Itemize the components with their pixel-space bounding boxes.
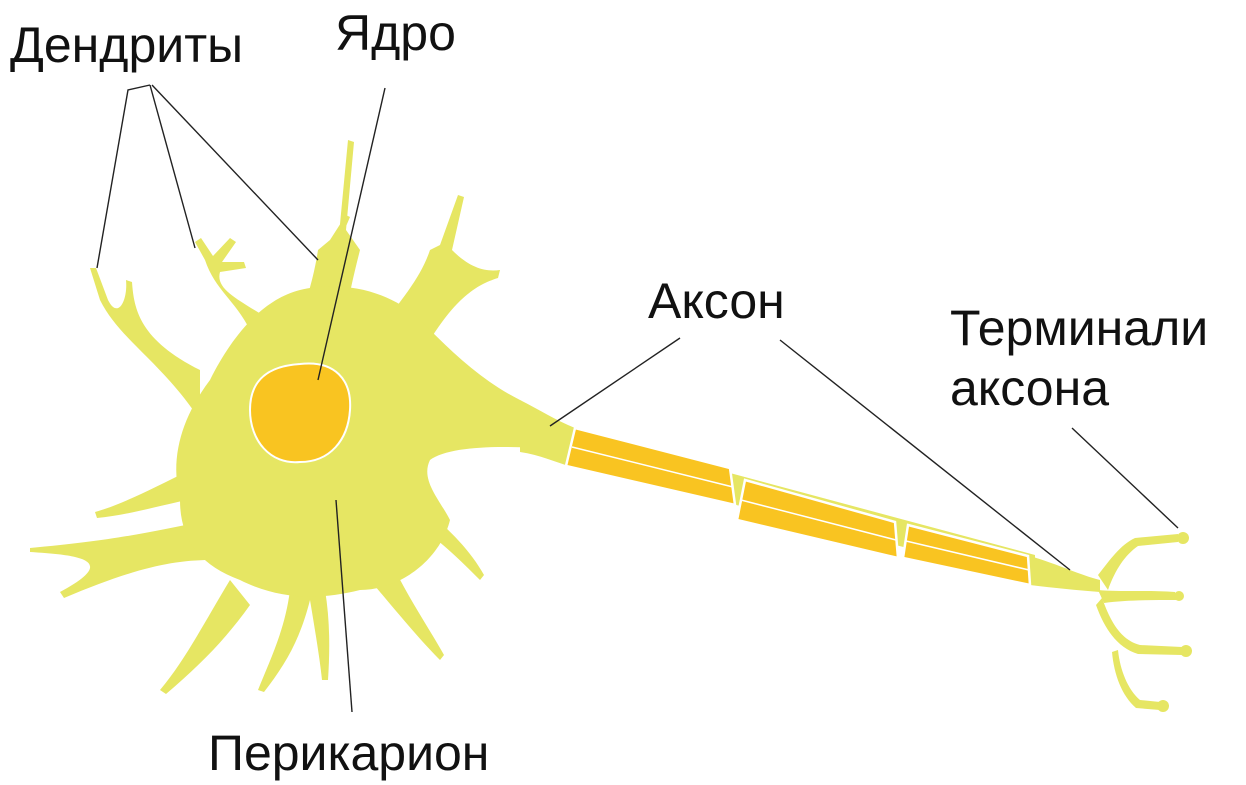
dendrite-top-left xyxy=(90,268,200,420)
label-terminals-line1: Терминали xyxy=(950,300,1208,356)
cell-body xyxy=(176,286,560,596)
terminal-branch xyxy=(1096,598,1182,655)
leader-terminals xyxy=(1072,428,1178,528)
terminal-branch xyxy=(1112,650,1160,710)
neuron xyxy=(30,140,1192,712)
leader-dendrites-1 xyxy=(97,85,150,268)
myelin-sheath xyxy=(566,428,1030,585)
nucleus xyxy=(250,363,350,462)
terminal-bouton xyxy=(1157,700,1169,712)
terminal-branch xyxy=(1098,590,1176,603)
leader-axon-1 xyxy=(550,338,680,426)
dendrite-bottom-mid xyxy=(258,590,329,692)
label-axon: Аксон xyxy=(648,273,785,329)
label-terminals-line2: аксона xyxy=(950,360,1109,416)
leader-dendrites-3 xyxy=(152,85,318,260)
axon-terminals xyxy=(1096,532,1192,712)
terminal-branch xyxy=(1098,534,1178,590)
axon-terminal-stem xyxy=(1030,556,1100,592)
terminal-bouton xyxy=(1177,532,1189,544)
dendrite-bottom-left xyxy=(160,580,250,694)
terminal-bouton xyxy=(1174,591,1184,601)
label-nucleus: Ядро xyxy=(335,5,456,61)
label-dendrites: Дендриты xyxy=(10,17,243,73)
dendrite-left xyxy=(30,520,210,598)
label-perikaryon: Перикарион xyxy=(208,725,489,781)
terminal-bouton xyxy=(1180,645,1192,657)
leader-dendrites-2 xyxy=(150,85,195,248)
